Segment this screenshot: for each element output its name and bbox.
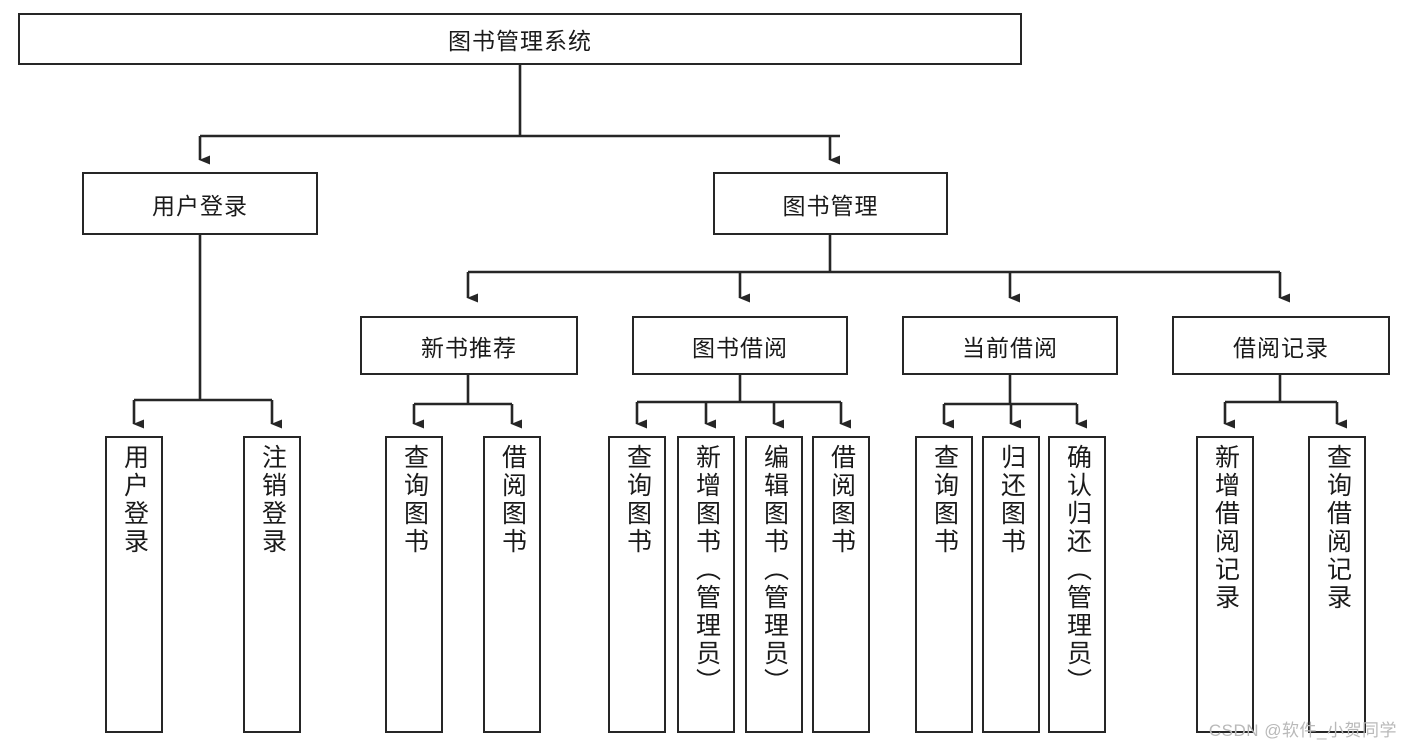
- leaf-borrow-query-book[interactable]: 查询图书: [608, 436, 666, 733]
- node-label: 编辑图书（管理员）: [760, 444, 789, 696]
- node-label: 查询图书: [400, 444, 429, 556]
- node-book-management[interactable]: 图书管理: [713, 172, 948, 235]
- node-label: 新书推荐: [421, 334, 517, 361]
- leaf-new-book-query[interactable]: 查询图书: [385, 436, 443, 733]
- node-label: 查询借阅记录: [1323, 444, 1352, 612]
- leaf-current-return-book[interactable]: 归还图书: [982, 436, 1040, 733]
- node-current-borrow[interactable]: 当前借阅: [902, 316, 1118, 375]
- node-label: 当前借阅: [962, 334, 1058, 361]
- node-label: 借阅记录: [1233, 334, 1329, 361]
- node-label: 新增借阅记录: [1211, 444, 1240, 612]
- node-book-borrow[interactable]: 图书借阅: [632, 316, 848, 375]
- leaf-new-book-borrow[interactable]: 借阅图书: [483, 436, 541, 733]
- node-label: 借阅图书: [498, 444, 527, 556]
- node-label: 新增图书（管理员）: [692, 444, 721, 696]
- node-new-book-recommend[interactable]: 新书推荐: [360, 316, 578, 375]
- watermark: CSDN @软件_小贺同学: [1208, 721, 1397, 740]
- node-label: 图书管理: [782, 192, 879, 219]
- leaf-records-query-record[interactable]: 查询借阅记录: [1308, 436, 1366, 733]
- node-label: 注销登录: [258, 444, 287, 556]
- leaf-user-login-login[interactable]: 用户登录: [105, 436, 163, 733]
- leaf-records-add-record[interactable]: 新增借阅记录: [1196, 436, 1254, 733]
- node-label: 用户登录: [120, 444, 149, 556]
- leaf-current-confirm-return-admin[interactable]: 确认归还（管理员）: [1048, 436, 1106, 733]
- leaf-current-query-book[interactable]: 查询图书: [915, 436, 973, 733]
- node-label: 归还图书: [997, 444, 1026, 556]
- node-root-book-management-system[interactable]: 图书管理系统: [18, 13, 1022, 65]
- leaf-borrow-borrow-book[interactable]: 借阅图书: [812, 436, 870, 733]
- node-borrow-records[interactable]: 借阅记录: [1172, 316, 1390, 375]
- node-user-login[interactable]: 用户登录: [82, 172, 318, 235]
- node-label: 用户登录: [152, 192, 248, 219]
- leaf-borrow-add-book-admin[interactable]: 新增图书（管理员）: [677, 436, 735, 733]
- leaf-user-login-logout[interactable]: 注销登录: [243, 436, 301, 733]
- node-label: 确认归还（管理员）: [1063, 444, 1092, 696]
- node-label: 图书借阅: [692, 334, 788, 361]
- node-label: 查询图书: [623, 444, 652, 556]
- leaf-borrow-edit-book-admin[interactable]: 编辑图书（管理员）: [745, 436, 803, 733]
- node-label: 借阅图书: [827, 444, 856, 556]
- node-label: 图书管理系统: [448, 28, 592, 54]
- node-label: 查询图书: [930, 444, 959, 556]
